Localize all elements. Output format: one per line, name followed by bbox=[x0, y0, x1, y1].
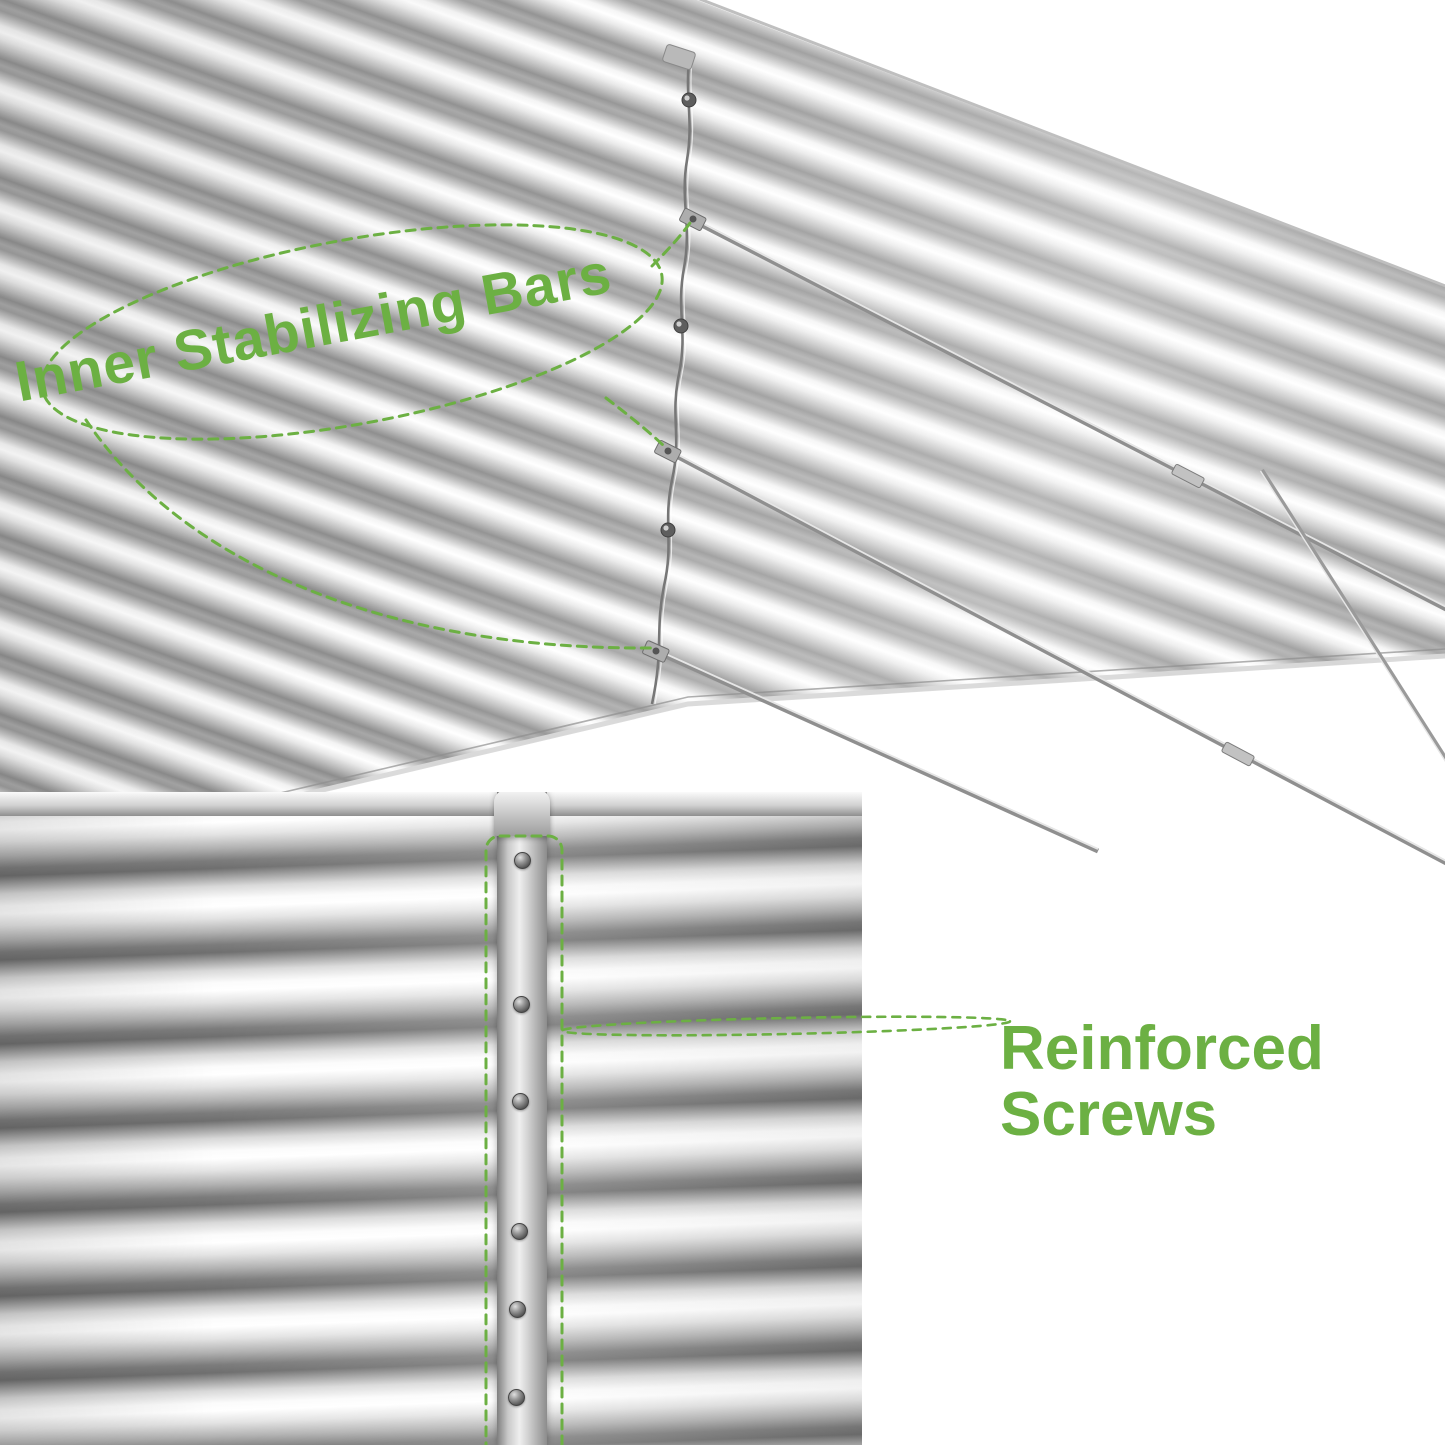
stabilizing-bar-1 bbox=[692, 218, 1445, 612]
stabilizing-bar-4 bbox=[1259, 468, 1445, 762]
reinforced-label-line2: Screws bbox=[1000, 1079, 1218, 1149]
callout-curve-bottom bbox=[84, 418, 654, 650]
stabilizing-bar-2 bbox=[667, 449, 1445, 866]
stabilizing-bar-3 bbox=[655, 649, 1100, 854]
bar-coupler-2 bbox=[1221, 741, 1255, 767]
rod-bracket-3 bbox=[642, 640, 670, 663]
panel-seam-line bbox=[650, 51, 692, 705]
bar-screw-3 bbox=[512, 1093, 529, 1110]
bar-screw-5 bbox=[509, 1301, 526, 1318]
closeup-top-rim bbox=[0, 792, 862, 816]
panel-top-rim bbox=[698, 0, 1445, 288]
bar-screw-6 bbox=[508, 1389, 525, 1406]
callout-curve-top bbox=[650, 218, 694, 268]
screws-callout-connector bbox=[560, 1015, 1012, 1037]
panel-seam-highlight bbox=[654, 51, 694, 705]
closeup-sheen bbox=[0, 792, 862, 1445]
reinforced-screws-label: Reinforced Screws bbox=[1000, 1016, 1324, 1147]
seam-screw-1 bbox=[681, 92, 697, 108]
inner-bars-callout-ellipse bbox=[40, 223, 664, 441]
reinforcement-bar-cap bbox=[494, 792, 550, 836]
bar-screw-4 bbox=[511, 1223, 528, 1240]
reinforced-label-line1: Reinforced bbox=[1000, 1014, 1324, 1083]
closeup-photo bbox=[0, 792, 862, 1445]
screws-callout-rect bbox=[484, 834, 564, 1445]
bar-screw-1 bbox=[514, 852, 531, 869]
reinforcement-bar bbox=[494, 792, 550, 1445]
seam-screw-2 bbox=[673, 318, 689, 334]
seam-top-tab bbox=[662, 44, 696, 70]
callout-curve-middle bbox=[604, 396, 668, 450]
bar-coupler-1 bbox=[1171, 463, 1205, 489]
rod-bracket-2 bbox=[654, 439, 682, 463]
seam-screw-3 bbox=[660, 522, 676, 538]
bar-screw-2 bbox=[513, 996, 530, 1013]
closeup-corrugation bbox=[0, 792, 862, 1445]
